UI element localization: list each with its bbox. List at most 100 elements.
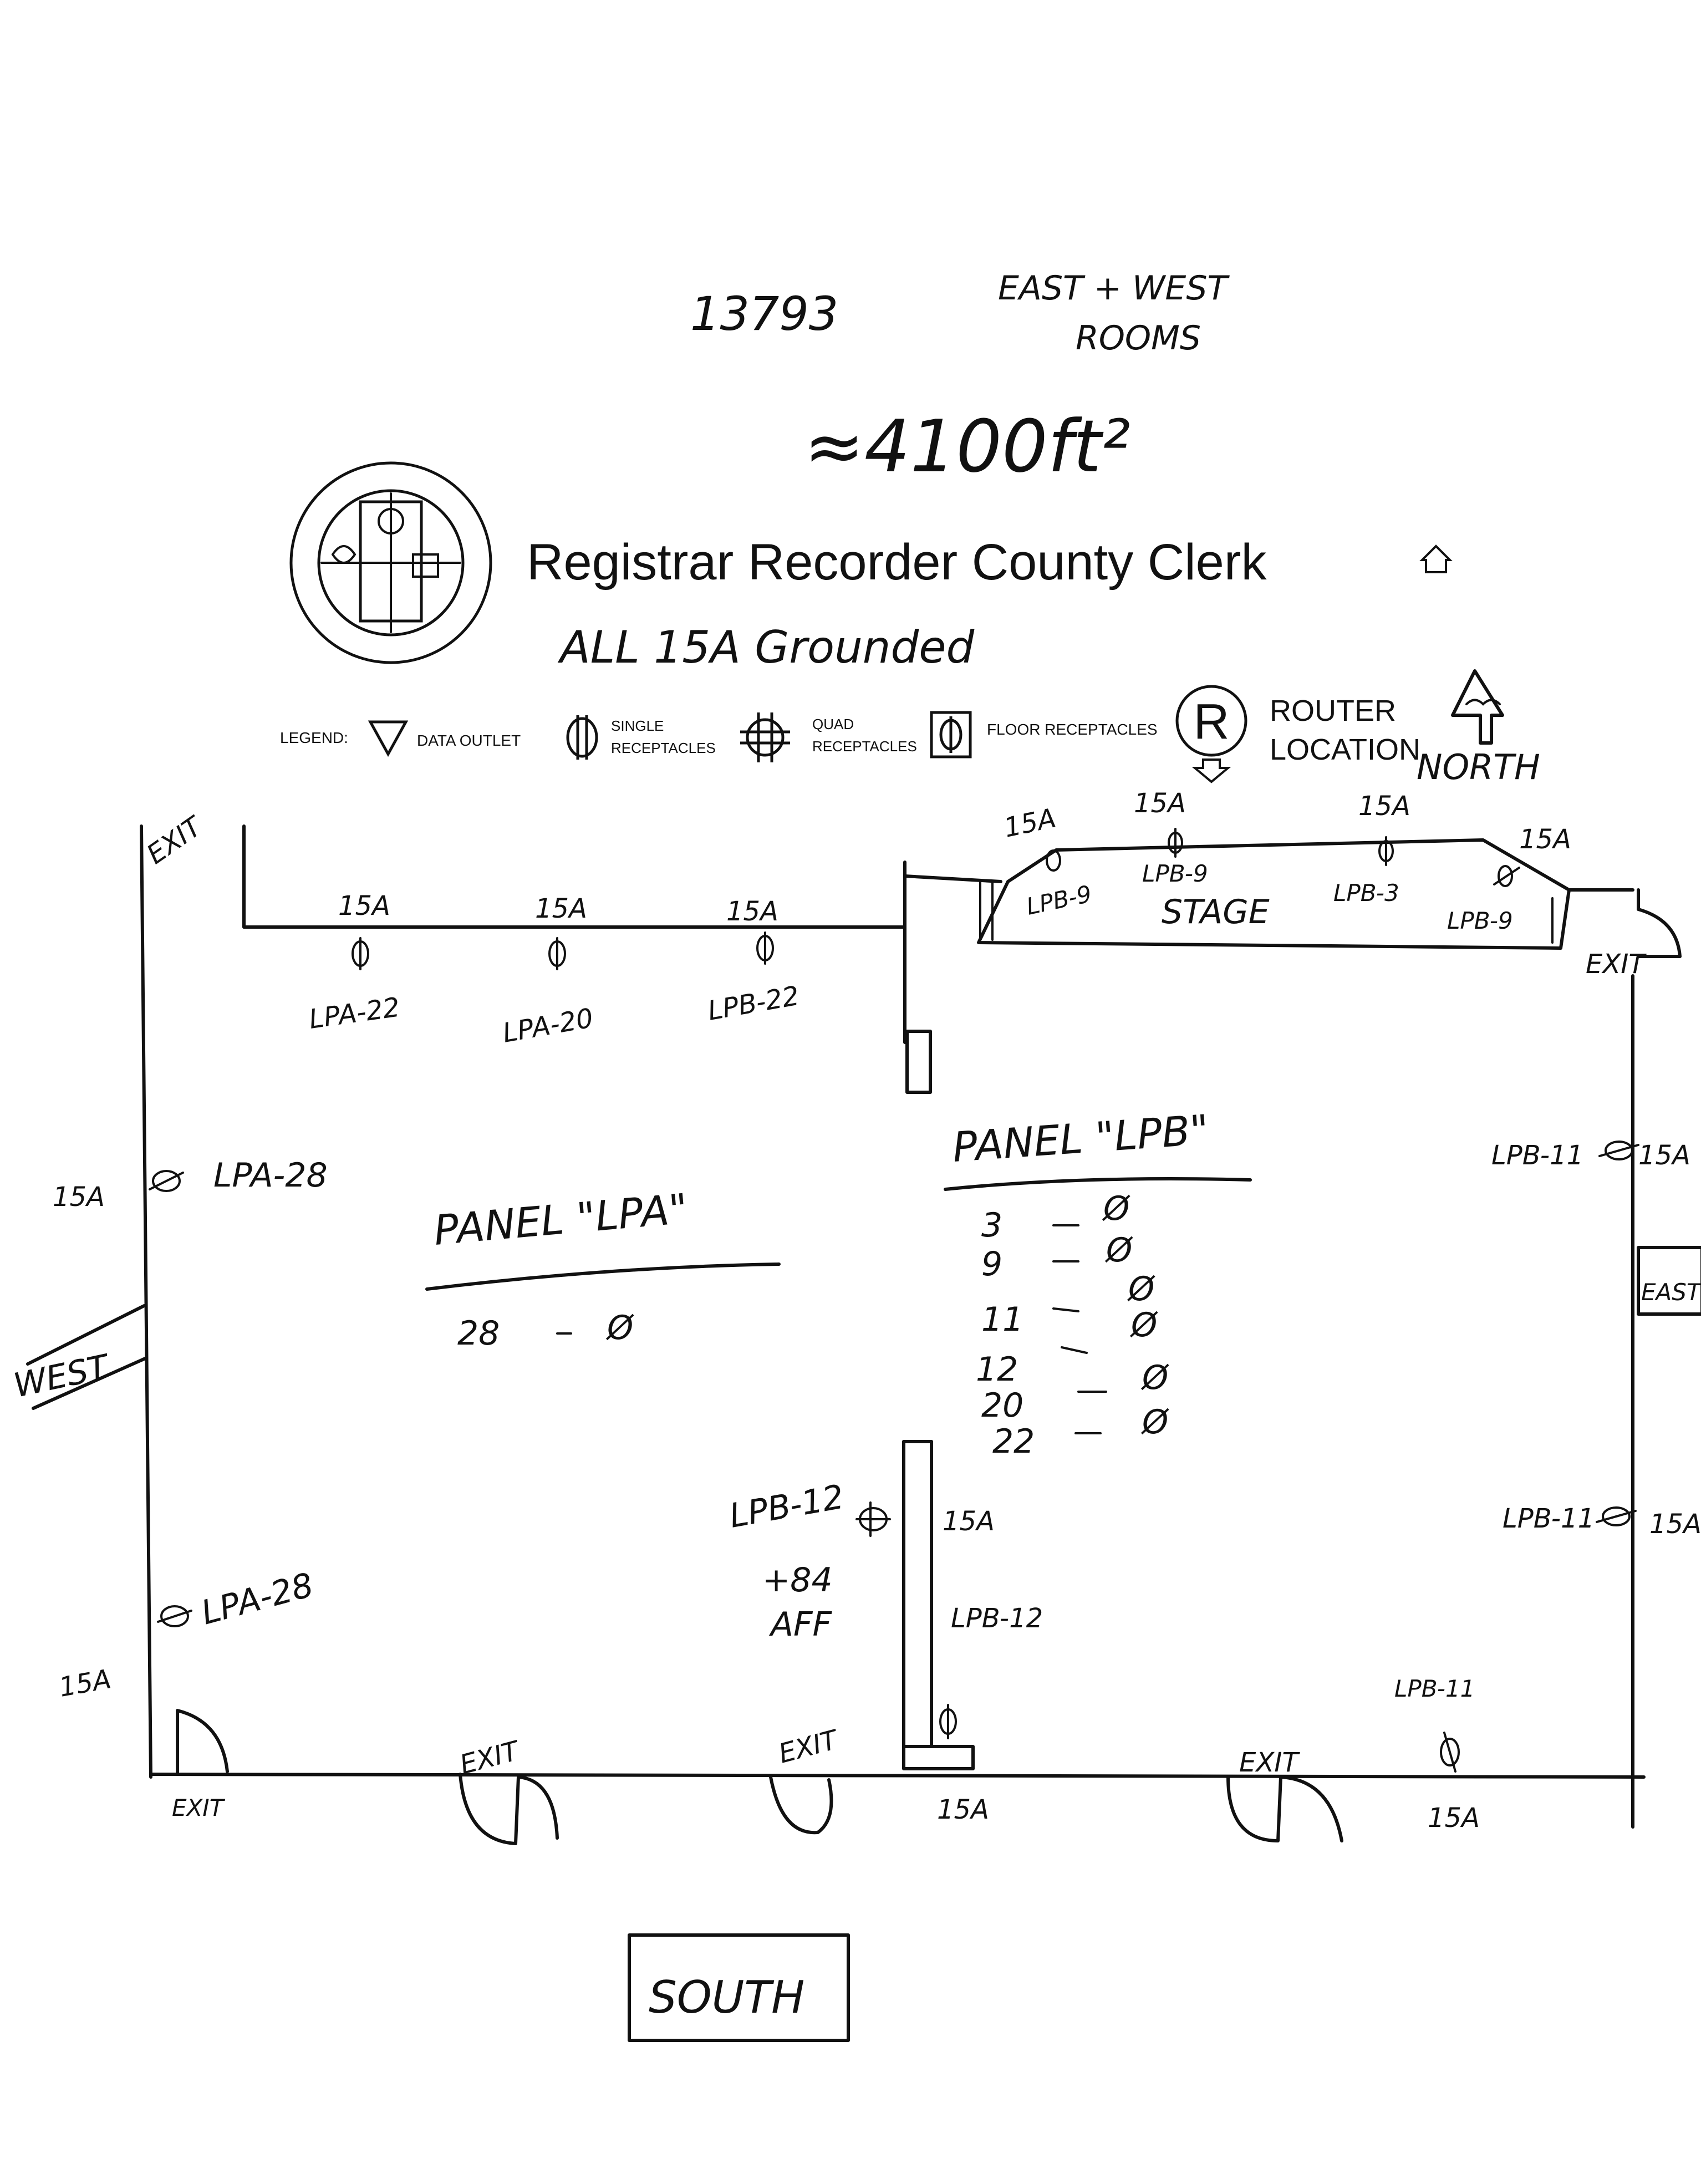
amp-label: 15A: [937, 1794, 989, 1825]
circuit-qty: Ø: [605, 1309, 634, 1347]
circuit-number: 22: [992, 1422, 1035, 1461]
single-receptacle-icon: [566, 715, 598, 760]
circuit-qty: Ø: [1104, 1231, 1133, 1270]
exit-label-sw: EXIT: [172, 1794, 226, 1821]
receptacle-stage-2: 15A LPB-9: [1134, 788, 1208, 887]
circuit-label: LPB-11: [1503, 1503, 1595, 1534]
column-upper-receptacle: LPB-12 15A +84 AFF: [726, 1478, 994, 1644]
single-receptacle-icon: [160, 1605, 189, 1627]
circuit-label: LPB-12: [726, 1478, 847, 1536]
receptacle-stage-1: 15A LPB-9: [1001, 802, 1094, 920]
height-note-2: AFF: [768, 1605, 833, 1644]
west-lower-receptacle: 15A LPA-28: [57, 1566, 317, 1703]
legend: LEGEND: DATA OUTLET SINGLE RECEPTACLES Q…: [280, 669, 1540, 787]
amp-label: 15A: [57, 1663, 113, 1703]
circuit-number: 9: [981, 1245, 1002, 1284]
amp-label: 15A: [1428, 1803, 1480, 1834]
east-upper-receptacle: LPB-11 15A: [1491, 1140, 1690, 1171]
panel-lpa-row: 28 Ø: [457, 1309, 634, 1353]
column-lower-receptacle: LPB-12 15A: [937, 1603, 1043, 1825]
county-seal: [289, 461, 492, 664]
receptacle-lpb-22: 15A LPB-22: [705, 896, 801, 1027]
panel-lpb-row: 9 Ø: [981, 1231, 1133, 1284]
router-icon: R: [1175, 685, 1247, 783]
single-receptacle-icon: [1602, 1506, 1631, 1526]
amp-label: 15A: [1358, 791, 1410, 822]
circuit-label: LPA-20: [500, 1002, 595, 1049]
legend-quad-line-2: RECEPTACLES: [812, 738, 917, 755]
panel-lpb-title: PANEL "LPB": [951, 1106, 1210, 1172]
amp-label: 15A: [726, 896, 778, 927]
circuit-number: 20: [981, 1386, 1023, 1425]
amp-label: 15A: [1001, 802, 1059, 843]
receptacle-stage-3: 15A LPB-3: [1333, 791, 1410, 907]
circuit-label: LPB-22: [705, 980, 801, 1027]
amp-label: 15A: [1649, 1509, 1701, 1540]
amp-label: 15A: [1134, 788, 1186, 819]
legend-label: LEGEND:: [280, 729, 348, 746]
circuit-label: LPB-3: [1333, 879, 1399, 907]
data-outlet-icon: [368, 720, 409, 757]
circuit-qty: Ø: [1102, 1189, 1130, 1228]
rooms-line-2: ROOMS: [1076, 319, 1201, 358]
grounding-note: ALL 15A Grounded: [557, 622, 975, 673]
panel-lpa-title: PANEL "LPA": [432, 1185, 690, 1255]
legend-single-line-2: RECEPTACLES: [611, 740, 716, 756]
legend-router-line-2: LOCATION: [1270, 733, 1420, 766]
east-lower-receptacle: LPB-11 15A: [1503, 1503, 1701, 1540]
exit-label-ne: EXIT: [1586, 949, 1647, 980]
circuit-qty: Ø: [1140, 1403, 1169, 1442]
panel-lpa-schedule: PANEL "LPA" 28 Ø: [425, 1185, 781, 1353]
circuit-label: LPB-12: [951, 1603, 1043, 1634]
legend-quad-line-1: QUAD: [812, 716, 854, 732]
legend-north: NORTH: [1417, 747, 1540, 787]
panel-lpb-row: 12 Ø: [976, 1306, 1158, 1389]
panel-lpb-row: 20 Ø: [981, 1358, 1169, 1425]
north-receptacles: 15A LPA-22 15A LPA-20 15A LPB-22: [307, 890, 802, 1049]
circuit-label: LPB-11: [1394, 1675, 1475, 1702]
circuit-qty: Ø: [1140, 1358, 1169, 1397]
area-note: ≈4100ft²: [804, 404, 1130, 488]
circuit-number: 28: [457, 1314, 500, 1353]
single-receptacle-icon: [1046, 849, 1061, 872]
receptacle-lpa-22: 15A LPA-22: [307, 890, 402, 1035]
amp-label: 15A: [1638, 1140, 1690, 1171]
router-symbol: R: [1194, 694, 1230, 750]
stage-receptacles: 15A LPB-9 15A LPB-9 15A LPB-3 15A LPB-9: [1001, 788, 1571, 934]
circuit-number: 3: [981, 1206, 1002, 1245]
receptacle-stage-4: 15A LPB-9: [1447, 824, 1571, 934]
north-arrow-icon: [1451, 669, 1504, 745]
circuit-label: LPB-11: [1491, 1140, 1583, 1171]
home-icon: [1419, 544, 1453, 573]
walls: [26, 824, 1701, 2042]
floor-receptacle-icon: [930, 711, 972, 758]
circuit-label: LPA-22: [307, 992, 402, 1035]
circuit-label: LPB-9: [1024, 880, 1094, 920]
amp-label: 15A: [943, 1506, 995, 1537]
legend-single-line-1: SINGLE: [611, 717, 664, 734]
exit-label-s2: EXIT: [776, 1724, 843, 1770]
single-receptacle-icon: [1440, 1738, 1460, 1766]
panel-lpb-row: 22 Ø: [992, 1403, 1169, 1461]
east-label: EAST: [1641, 1279, 1701, 1306]
legend-floor: FLOOR RECEPTACLES: [987, 721, 1158, 738]
single-receptacle-icon: [152, 1170, 181, 1192]
single-receptacle-icon: [1498, 865, 1513, 887]
panel-lpb-schedule: PANEL "LPB" 3 Ø 9 Ø 11 Ø 12 Ø 20 Ø 22: [944, 1106, 1252, 1461]
legend-data-outlet: DATA OUTLET: [417, 732, 521, 749]
circuit-number: 12: [976, 1350, 1018, 1389]
circuit-label: LPA-28: [197, 1566, 318, 1633]
height-note-1: +84: [762, 1561, 833, 1600]
circuit-qty: Ø: [1129, 1306, 1158, 1345]
exit-label-nw: EXIT: [141, 810, 210, 870]
circuit-qty: Ø: [1127, 1270, 1155, 1309]
amp-label: 15A: [338, 890, 390, 922]
receptacle-lpa-20: 15A LPA-20: [500, 893, 595, 1049]
amp-label: 15A: [1519, 824, 1571, 855]
quad-receptacle-icon: [740, 712, 790, 762]
panel-lpb-row: 3 Ø: [981, 1189, 1130, 1245]
south-floor-receptacle: LPB-11 15A: [1394, 1675, 1480, 1834]
stage-label: STAGE: [1162, 893, 1270, 931]
amp-label: 15A: [535, 893, 587, 924]
